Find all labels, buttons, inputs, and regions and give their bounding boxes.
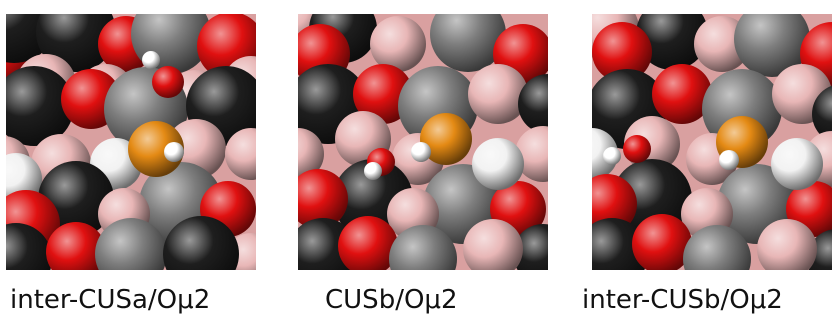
oxygen-atom	[152, 66, 184, 98]
panel-inter-cusa	[6, 14, 256, 270]
grey-atom	[683, 225, 751, 270]
oxygen-atom	[338, 216, 398, 270]
carbon-atom	[636, 14, 708, 70]
carbon-atom	[6, 66, 74, 146]
oxygen-atom	[46, 222, 106, 270]
copper-atom	[420, 113, 472, 165]
pink-atom	[468, 64, 528, 124]
oxygen-atom	[353, 64, 413, 124]
hydrogen-atom	[603, 147, 621, 165]
grey-atom	[430, 14, 506, 72]
molecule-render-2	[298, 14, 548, 270]
hydrogen-atom	[364, 162, 382, 180]
caption-2: CUSb/Oμ2	[325, 285, 458, 315]
hydrogen-atom	[164, 142, 184, 162]
grey-atom	[389, 225, 457, 270]
hydrogen-atom	[411, 142, 431, 162]
oxygen-atom	[652, 64, 712, 124]
oxygen-atom	[592, 22, 652, 82]
caption-1: inter-CUSa/Oμ2	[10, 285, 211, 315]
carbon-atom	[163, 216, 239, 270]
carbon-atom	[6, 223, 52, 270]
panel-inter-cusb	[592, 14, 832, 270]
molecule-render-1	[6, 14, 256, 270]
oxygen-atom	[632, 214, 692, 270]
pink-atom	[463, 219, 523, 270]
carbon-atom	[592, 218, 648, 270]
hydrogen-atom	[142, 51, 160, 69]
oxygen-atom	[623, 135, 651, 163]
grey-atom	[734, 14, 810, 77]
copper-atom	[128, 121, 184, 177]
pink-atom	[225, 128, 256, 180]
molecule-render-3	[592, 14, 832, 270]
caption-3: inter-CUSb/Oμ2	[582, 285, 783, 315]
carbon-atom	[518, 74, 548, 134]
hydrogen-atom	[719, 150, 739, 170]
pink-atom	[757, 219, 817, 270]
pink-atom	[298, 128, 324, 180]
pink-atom	[370, 16, 426, 72]
carbon-atom	[513, 224, 548, 270]
grey-atom	[95, 218, 167, 270]
oxygen-atom	[592, 174, 637, 234]
carbon-atom	[812, 85, 832, 143]
white-atom	[771, 138, 823, 190]
panel-cusb	[298, 14, 548, 270]
oxygen-atom	[298, 169, 348, 229]
white-atom	[472, 138, 524, 190]
